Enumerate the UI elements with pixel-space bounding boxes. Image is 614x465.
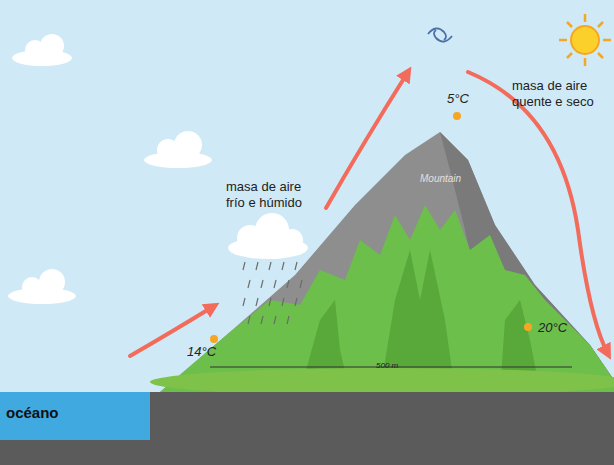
mountain <box>150 132 614 396</box>
wind-swirl <box>428 28 452 41</box>
dimension-label: 500 m <box>376 360 416 371</box>
ground <box>0 392 614 465</box>
sun <box>559 14 611 66</box>
temperature-label: 20°C <box>538 320 578 336</box>
rain <box>243 262 302 324</box>
cloud <box>8 34 212 304</box>
air-mass-label: masa de aire frío e húmido <box>226 179 318 211</box>
rain-cloud <box>228 213 308 259</box>
air-mass-label: masa de aire quente e seco <box>512 78 608 110</box>
air-flow-arrow <box>130 72 608 356</box>
ocean-label: océano <box>6 404 144 421</box>
temperature-label: 5°C <box>447 91 487 107</box>
ocean-band: océano <box>0 392 150 440</box>
ground <box>0 392 614 465</box>
temperature-dot <box>210 112 532 343</box>
mountain-label: Mountain <box>420 172 480 185</box>
temperature-label: 14°C <box>187 344 227 360</box>
